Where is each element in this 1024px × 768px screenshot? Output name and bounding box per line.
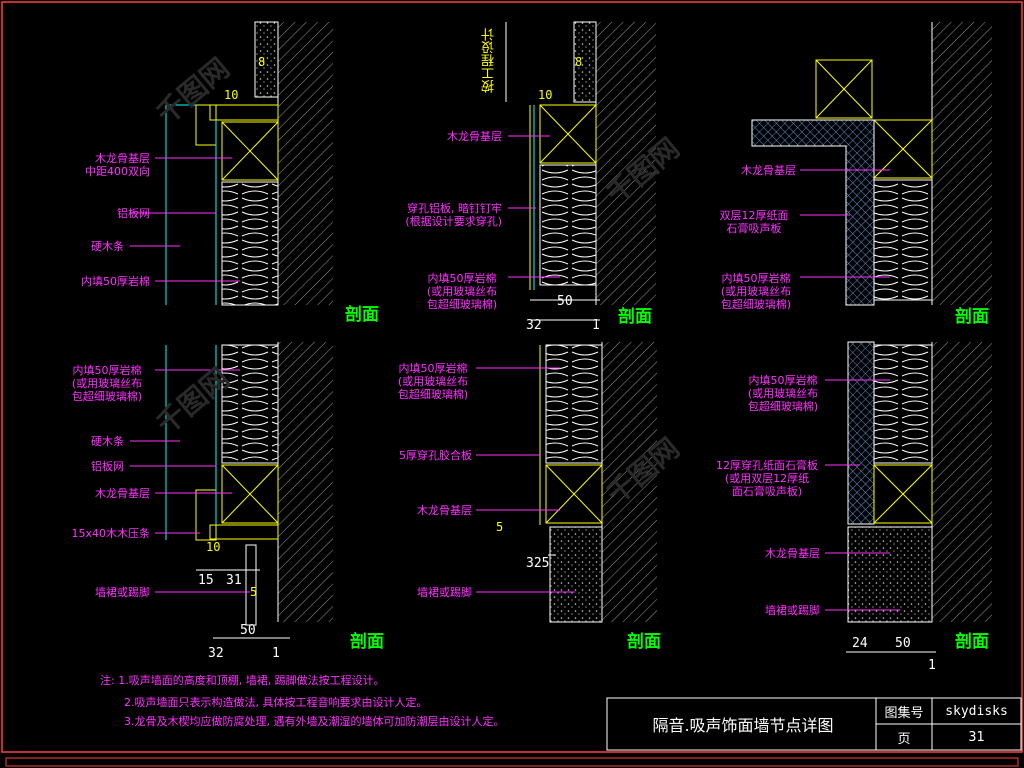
dim-b-50: 50	[557, 294, 573, 309]
label-e1: 内填50厚岩棉(或用玻璃丝布包超细玻璃棉)	[397, 362, 469, 401]
page-number: 31	[968, 729, 985, 745]
page-label: 页	[897, 731, 911, 747]
leader-lines	[130, 135, 900, 611]
dim-b-10: 10	[538, 88, 553, 102]
dim-b-8: 8	[575, 55, 583, 69]
section-label-f: 剖面	[955, 632, 989, 652]
note-2: 2.吸声墙面只表示构造做法, 具体按工程音响要求由设计人定。	[124, 696, 428, 709]
label-f1: 内填50厚岩棉(或用玻璃丝布包超细玻璃棉)	[747, 374, 819, 413]
dim-b-32: 32	[526, 318, 542, 333]
dimension-lines	[196, 299, 936, 653]
section-label-e: 剖面	[627, 632, 661, 652]
dim-d-31: 31	[226, 573, 242, 588]
label-c2: 双层12厚纸面石膏吸声板	[719, 209, 789, 235]
label-e4: 墙裙或踢脚	[417, 586, 472, 599]
dim-a-10: 10	[224, 88, 239, 102]
atlas-number-value: skydisks	[945, 703, 1008, 719]
label-a1: 木龙骨基层中距400双向	[85, 152, 150, 178]
label-a3: 硬木条	[91, 240, 124, 253]
label-f2: 12厚穿孔纸面石膏板(或用双层12厚纸面石膏吸声板)	[716, 459, 818, 498]
dim-a-8: 8	[258, 55, 266, 69]
dim-d-15: 15	[198, 573, 214, 588]
label-d2: 硬木条	[91, 435, 124, 448]
label-f4: 墙裙或踢脚	[765, 604, 820, 617]
detail-e	[539, 342, 657, 623]
label-b2: 穿孔铝板, 暗钉钉牢(根据设计要求穿孔)	[405, 202, 502, 228]
title-block-title: 隔音.吸声饰面墙节点详图	[652, 716, 834, 735]
dim-d-1: 1	[272, 646, 280, 661]
label-e2: 5厚穿孔胶合板	[399, 449, 472, 462]
dim-f-50: 50	[895, 636, 911, 651]
dim-d-5: 5	[250, 585, 258, 599]
detail-c	[751, 22, 992, 306]
label-b1: 木龙骨基层	[447, 130, 502, 143]
drawing-frame	[1, 1, 1023, 753]
section-label-c: 剖面	[955, 307, 989, 327]
label-e3: 木龙骨基层	[417, 504, 472, 517]
label-b3: 内填50厚岩棉(或用玻璃丝布包超细玻璃棉)	[426, 272, 498, 311]
section-label-b: 剖面	[618, 307, 652, 327]
atlas-number-label: 图集号	[884, 705, 924, 721]
label-c3: 内填50厚岩棉(或用玻璃丝布包超细玻璃棉)	[720, 272, 792, 311]
label-a2: 铝板网	[117, 207, 150, 220]
detail-d	[165, 342, 333, 626]
label-d5: 15x40木木压条	[71, 527, 150, 540]
dim-e-325: 325	[526, 556, 550, 571]
note-1: 注: 1.吸声墙面的高度和顶棚, 墙裙, 踢脚做法按工程设计。	[100, 674, 385, 687]
label-d4: 木龙骨基层	[95, 487, 150, 500]
detail-f	[847, 341, 992, 623]
dim-f-24: 24	[852, 636, 868, 651]
detail-a	[165, 21, 333, 306]
label-c1: 木龙骨基层	[741, 164, 796, 177]
label-d6: 墙裙或踢脚	[95, 586, 150, 599]
section-label-d: 剖面	[350, 632, 384, 652]
label-d3: 铝板网	[91, 460, 124, 473]
label-b-vertical: 按工程设计	[482, 28, 497, 93]
dim-d-10: 10	[206, 540, 221, 554]
section-label-a: 剖面	[345, 305, 379, 325]
dim-e-5: 5	[496, 520, 504, 534]
title-block-frame	[606, 697, 1022, 751]
label-d1: 内填50厚岩棉(或用玻璃丝布包超细玻璃棉)	[71, 364, 143, 403]
dim-d-50: 50	[240, 623, 256, 638]
detail-b	[505, 21, 656, 305]
dim-f-1: 1	[928, 658, 936, 673]
note-3: 3.龙骨及木楔均应做防腐处理, 遇有外墙及潮湿的墙体可加防潮层由设计人定。	[124, 715, 505, 728]
label-f3: 木龙骨基层	[765, 547, 820, 560]
dim-b-1: 1	[592, 318, 600, 333]
dim-d-32: 32	[208, 646, 224, 661]
label-a4: 内填50厚岩棉	[81, 275, 150, 288]
